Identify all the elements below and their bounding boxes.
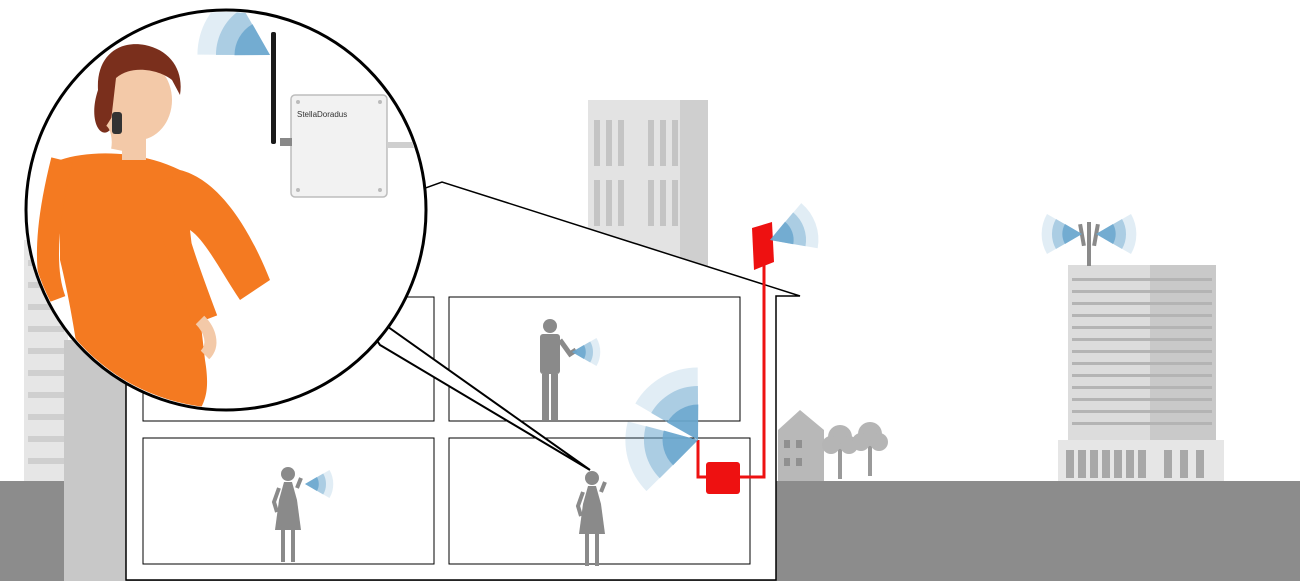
small-house: [778, 410, 824, 481]
magnified-callout: StellaDoradus: [24, 8, 428, 412]
booster-system: [618, 200, 824, 494]
signal-waves-icon: [1041, 214, 1082, 254]
device-brand-label: StellaDoradus: [297, 110, 347, 119]
tree-icon: [822, 425, 858, 479]
directional-antenna-icon: [752, 222, 774, 270]
antenna-cable: [740, 265, 766, 479]
indoor-cable: [696, 440, 706, 479]
office-tower-right: [1058, 265, 1224, 481]
cell-tower-icon: [1041, 214, 1137, 266]
tree-icon: [852, 422, 888, 476]
woman-on-phone: [36, 44, 270, 408]
signal-waves-icon: [1096, 214, 1137, 254]
repeater-unit-closeup: StellaDoradus: [271, 32, 424, 198]
antenna-rod: [271, 32, 276, 144]
repeater-box-icon: [706, 462, 740, 494]
